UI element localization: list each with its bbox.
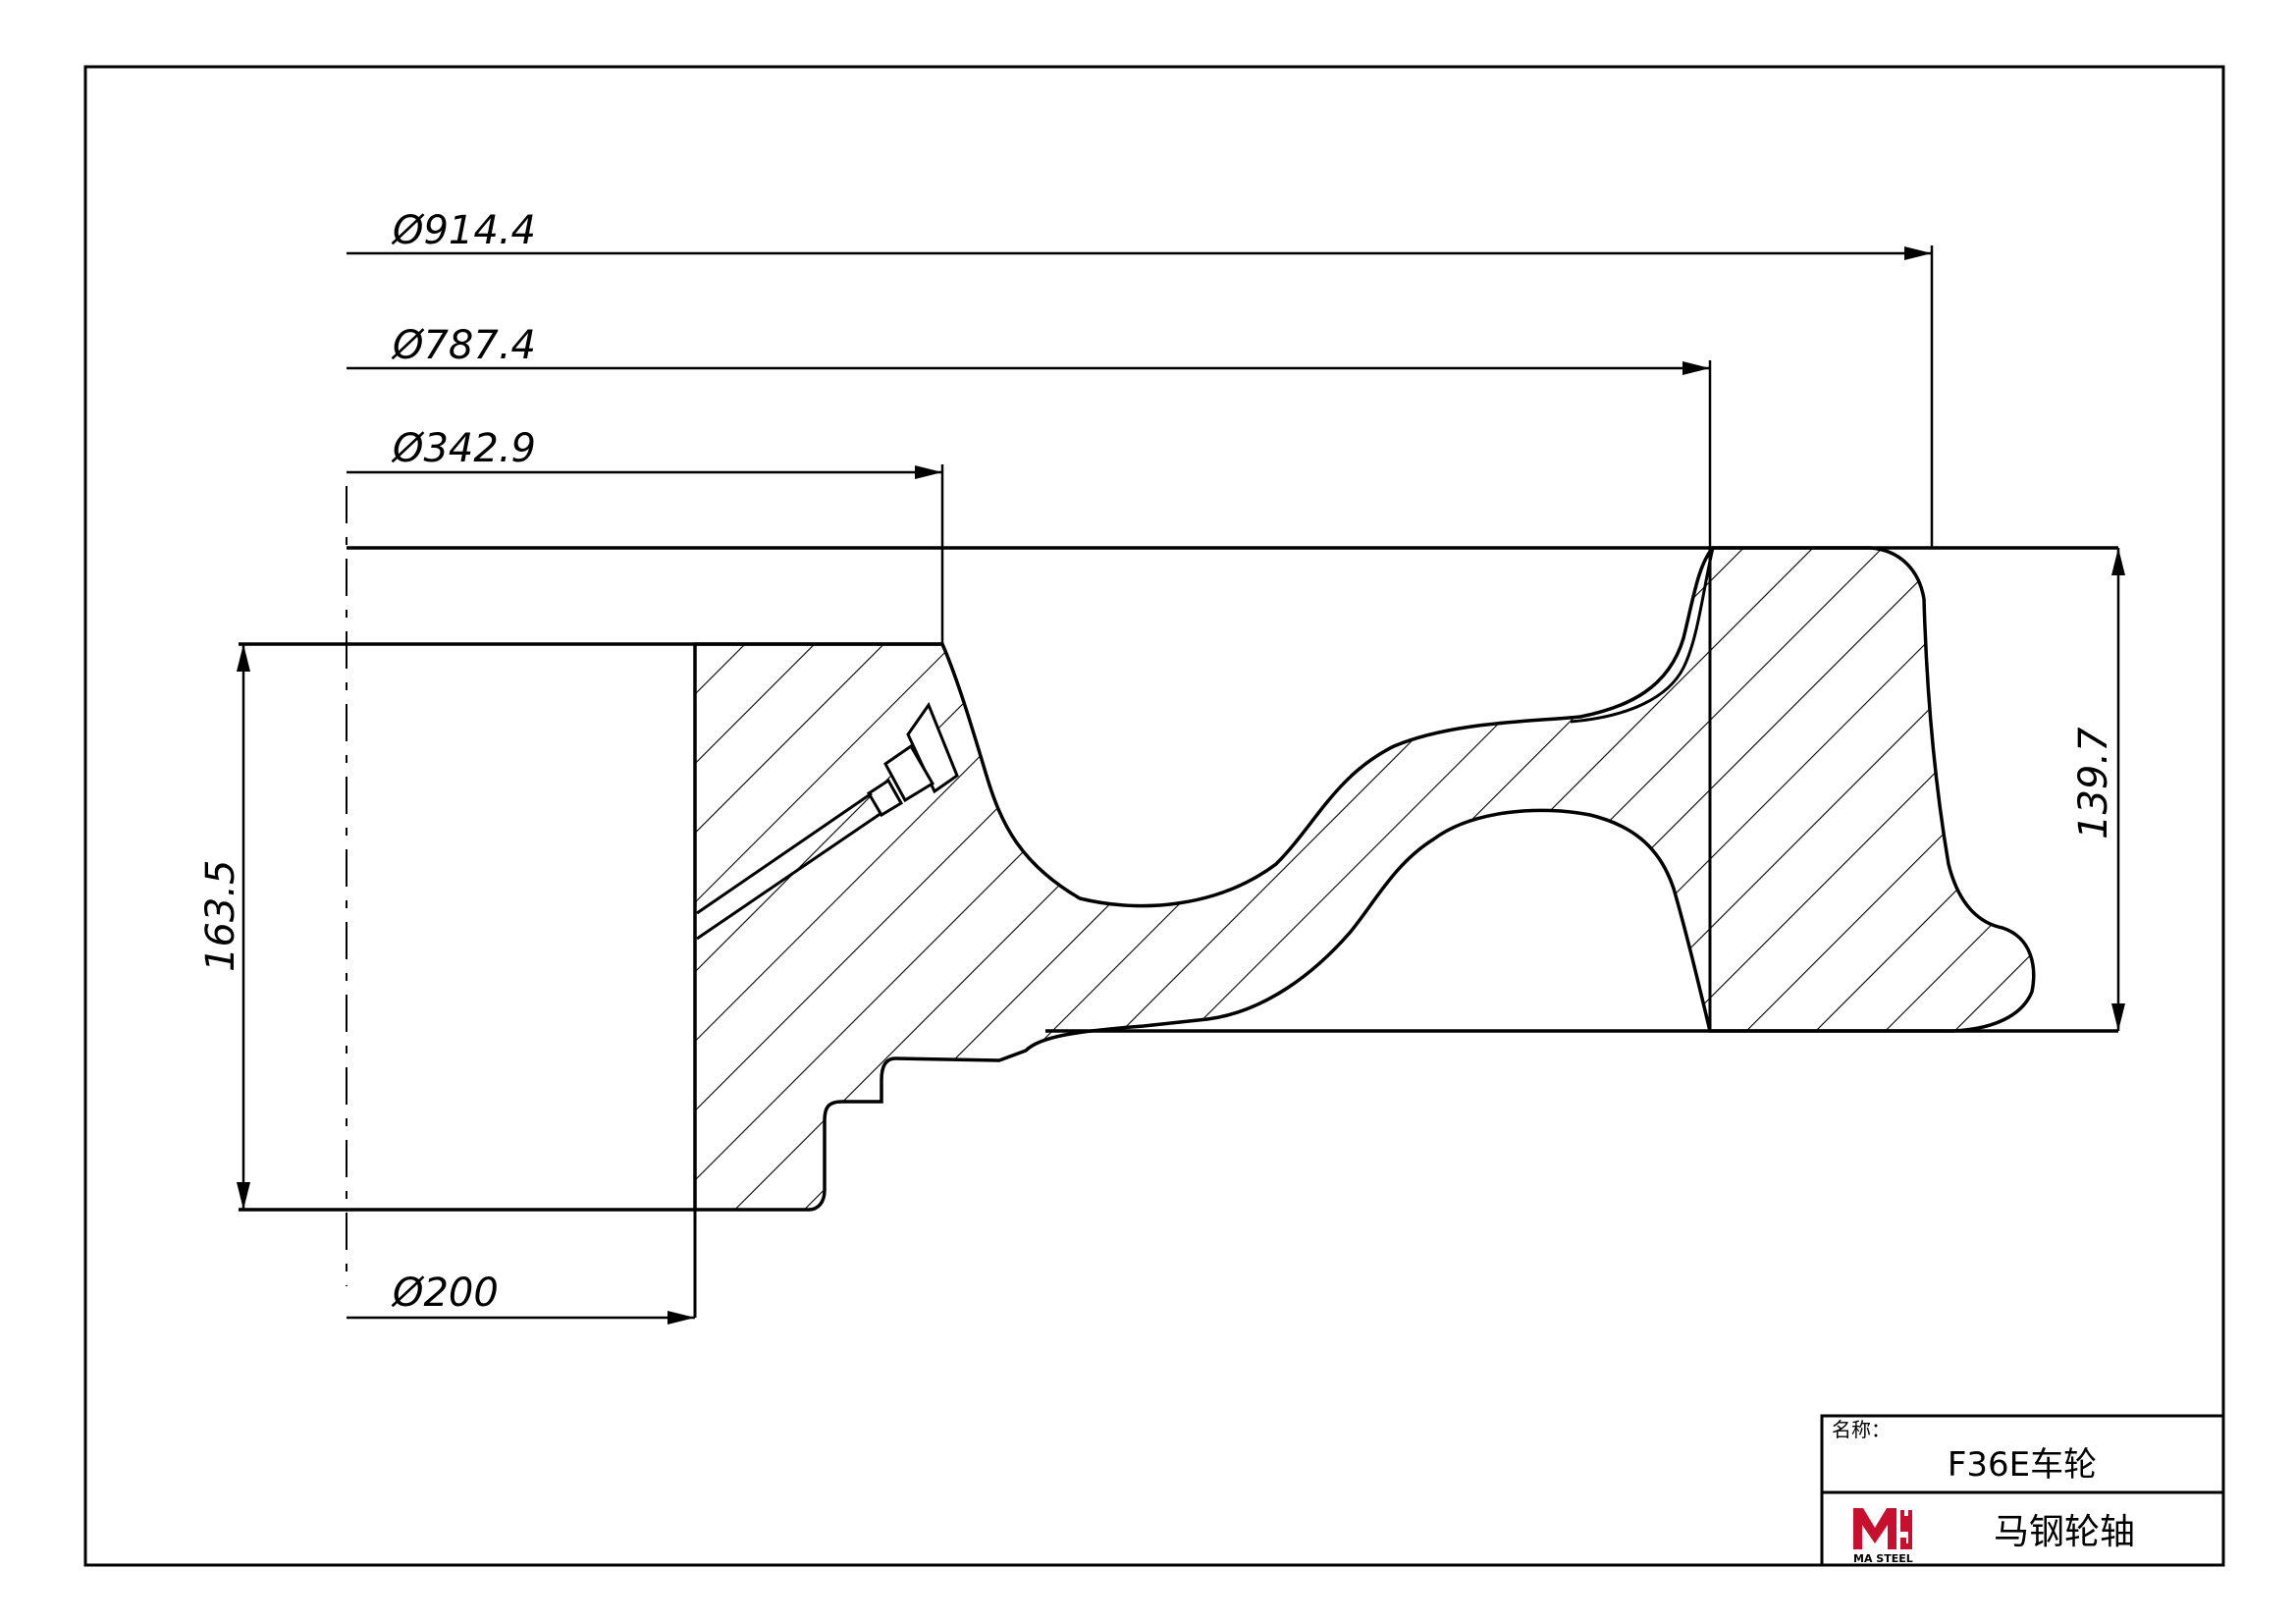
- dim-text-163: 163.5: [198, 859, 243, 972]
- part-name: F36E车轮: [1948, 1445, 2097, 1485]
- dim-text-139: 139.7: [2071, 727, 2116, 839]
- drawing-border: [83, 65, 2225, 1567]
- logo-text: MA STEEL: [1853, 1552, 1913, 1565]
- name-label: 名称：: [1832, 1418, 1891, 1441]
- dimension-d342: Ø342.9: [347, 426, 944, 644]
- dimension-h163: 163.5: [198, 642, 347, 1212]
- ma-steel-logo-icon: MA STEEL: [1853, 1508, 1913, 1565]
- dimension-h139: 139.7: [2071, 548, 2125, 1031]
- dim-text-787: Ø787.4: [391, 323, 536, 368]
- dimension-d914: Ø914.4: [347, 208, 1934, 548]
- oil-hole: [696, 701, 959, 941]
- dim-text-200: Ø200: [391, 1271, 499, 1316]
- company-name: 马钢轮轴: [1994, 1512, 2135, 1552]
- title-block: 名称： F36E车轮 马钢轮轴 MA STEEL: [1820, 1414, 2225, 1567]
- wheel-section: [693, 546, 2036, 1212]
- dimension-d787: Ø787.4: [347, 323, 1712, 548]
- dimension-d200: Ø200: [347, 1271, 695, 1325]
- dim-text-914: Ø914.4: [391, 208, 536, 253]
- dim-text-342: Ø342.9: [391, 426, 536, 471]
- web-line: [1570, 547, 1715, 724]
